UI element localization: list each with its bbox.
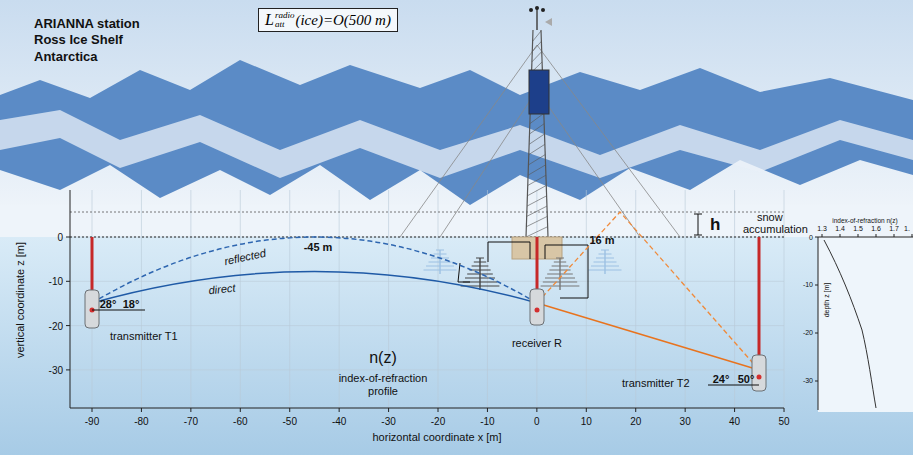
formula-part: radio xyxy=(275,11,295,20)
label: depth z [m] xyxy=(823,283,831,318)
label: vertical coordinate z [m] xyxy=(14,242,26,358)
label: 10 xyxy=(581,416,592,427)
label: 40 xyxy=(729,416,740,427)
label: -50 xyxy=(282,416,296,427)
formula-part: att xyxy=(275,20,295,29)
label: index-of-refraction xyxy=(339,372,428,384)
label: transmitter T2 xyxy=(622,377,690,389)
label: -20 xyxy=(49,321,63,332)
label: 28° xyxy=(100,298,117,310)
label: -30 xyxy=(803,377,813,385)
label: -20 xyxy=(803,329,813,337)
label: transmitter T1 xyxy=(110,330,178,342)
label: 24° xyxy=(713,373,730,385)
title: ARIANNA station Ross Ice Shelf Antarctic… xyxy=(34,16,166,65)
label: 1.6 xyxy=(871,225,881,233)
label: horizontal coordinate x [m] xyxy=(372,431,501,443)
label: 30 xyxy=(680,416,691,427)
label: 0 xyxy=(809,234,813,242)
label: 0 xyxy=(534,416,540,427)
label: index-of-refraction n(z) xyxy=(832,217,897,224)
label: 0 xyxy=(57,232,63,243)
label: -70 xyxy=(184,416,198,427)
label: -90 xyxy=(85,416,99,427)
label: profile xyxy=(368,385,398,397)
label: 20 xyxy=(630,416,641,427)
formula-box: Lradioatt(ice)=O(500 m) xyxy=(258,8,398,32)
label: -30 xyxy=(49,365,63,376)
label: receiver R xyxy=(512,337,562,349)
label: -80 xyxy=(134,416,148,427)
formula-part: (ice)=O(500 m) xyxy=(295,12,391,29)
label: 1. xyxy=(904,225,910,233)
label: -20 xyxy=(431,416,445,427)
label: -10 xyxy=(803,281,813,289)
label: -60 xyxy=(233,416,247,427)
label: 18° xyxy=(123,298,140,310)
label: h xyxy=(710,216,720,235)
label: -45 m xyxy=(304,241,333,253)
label: 1.5 xyxy=(853,225,863,233)
label: -40 xyxy=(332,416,346,427)
label: 16 m xyxy=(589,234,614,246)
label: 1.4 xyxy=(835,225,845,233)
label: 1.7 xyxy=(889,225,899,233)
label: -10 xyxy=(480,416,494,427)
label: 1.3 xyxy=(817,225,827,233)
label: n(z) xyxy=(369,349,397,367)
script-stack: radioatt xyxy=(275,11,295,29)
label: -30 xyxy=(381,416,395,427)
label: -10 xyxy=(49,276,63,287)
formula-part: L xyxy=(265,11,274,29)
label: accumulation xyxy=(743,223,808,235)
label: snow xyxy=(757,211,783,223)
label: 50 xyxy=(778,416,789,427)
label: 50° xyxy=(738,373,755,385)
